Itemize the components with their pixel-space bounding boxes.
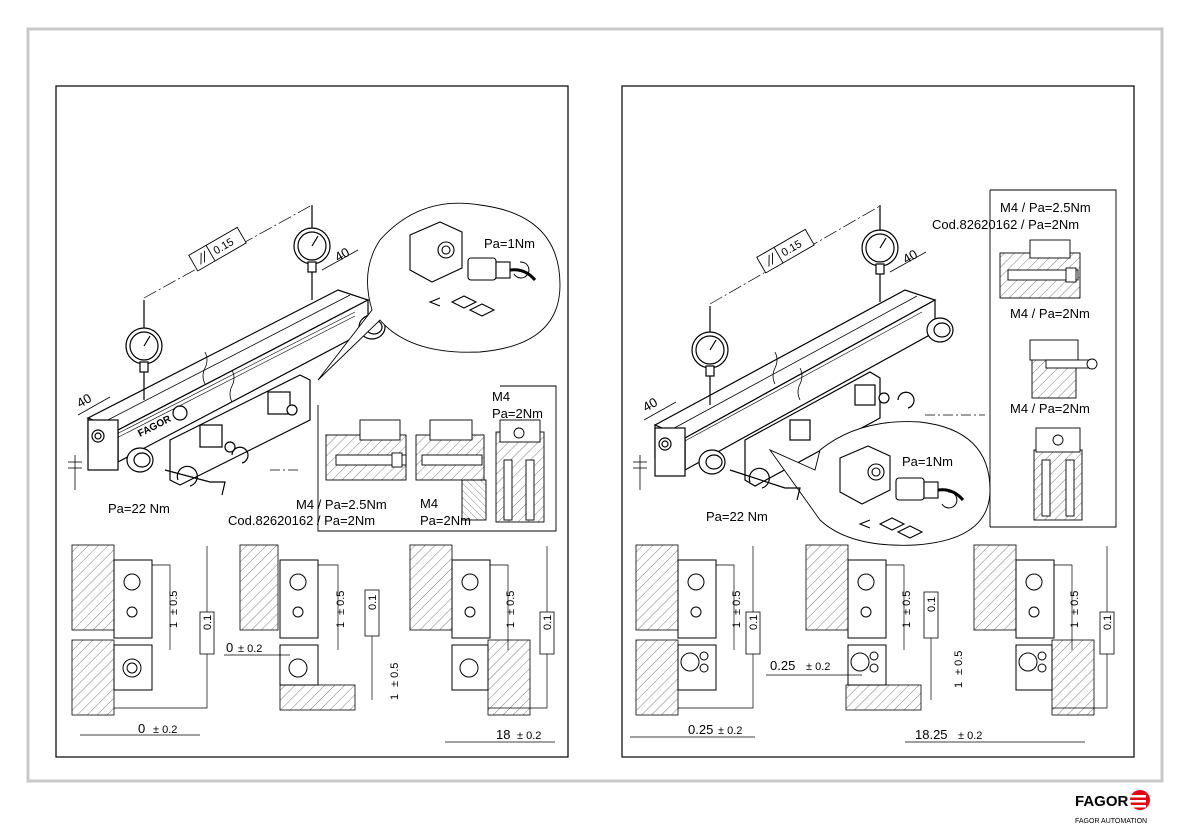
svg-text:± 0.2: ± 0.2 bbox=[958, 730, 982, 742]
left-panel: FAGOR 0.15 bbox=[55, 85, 569, 758]
left-flatness-frame: 0.15 bbox=[188, 226, 247, 272]
left-detail-2: 1 ± 0.5 0.1 0 ± 0.2 1 ± 0.5 bbox=[224, 544, 401, 711]
svg-text:± 0.2: ± 0.2 bbox=[238, 643, 262, 655]
svg-text:M4: M4 bbox=[492, 389, 510, 404]
svg-text:0.25: 0.25 bbox=[770, 658, 795, 673]
svg-text:Pa=2Nm: Pa=2Nm bbox=[420, 513, 471, 528]
left-dial-gauge-2 bbox=[293, 205, 331, 300]
left-hex-key bbox=[164, 446, 249, 496]
svg-text:M4 / Pa=2.5Nm: M4 / Pa=2.5Nm bbox=[296, 497, 387, 512]
right-dim-40-left: 40 bbox=[640, 394, 677, 421]
left-detail-1: 1 ± 0.5 0.1 0 ± 0.2 bbox=[71, 544, 215, 736]
svg-text:1: 1 bbox=[168, 622, 180, 628]
svg-text:0.1: 0.1 bbox=[748, 615, 760, 630]
left-dim-40-right: 40 bbox=[321, 244, 359, 271]
svg-text:1: 1 bbox=[389, 694, 401, 700]
left-section-box: M4 Pa=2Nm M4 / Pa=2.5Nm Cod.82620162 / P… bbox=[228, 385, 557, 532]
right-dial-gauge-2 bbox=[861, 205, 899, 302]
svg-text:± 0.5: ± 0.5 bbox=[901, 591, 913, 615]
svg-text:0.1: 0.1 bbox=[542, 615, 554, 630]
logo-emblem-icon bbox=[1128, 790, 1150, 810]
svg-text:0.1: 0.1 bbox=[1102, 615, 1114, 630]
left-detail-3: 1 ± 0.5 0.1 18 ± 0.2 bbox=[409, 544, 555, 743]
right-alignment-details: 1 ± 0.5 0.1 0.25 ± 0.2 bbox=[630, 544, 1115, 743]
svg-text:1: 1 bbox=[335, 622, 347, 628]
right-ground-symbol bbox=[633, 455, 647, 490]
left-mount-screw-torque: Pa=22 Nm bbox=[108, 501, 170, 516]
svg-text:M4: M4 bbox=[420, 496, 438, 511]
right-section-box: M4 / Pa=2.5Nm Cod.82620162 / Pa=2Nm M4 /… bbox=[925, 189, 1117, 528]
left-ground-symbol bbox=[68, 455, 82, 490]
svg-text:± 0.5: ± 0.5 bbox=[731, 591, 743, 615]
right-panel: 0.15 40 40 Pa=1Nm bbox=[621, 85, 1135, 758]
svg-text:0: 0 bbox=[138, 721, 145, 736]
svg-text:M4 / Pa=2Nm: M4 / Pa=2Nm bbox=[1010, 306, 1090, 321]
left-alignment-details: 1 ± 0.5 0.1 0 ± 0.2 1 ± bbox=[71, 544, 555, 743]
right-detail-3: 1 ± 0.5 0.1 18.25 ± 0.2 bbox=[905, 544, 1115, 743]
right-dial-gauge-1 bbox=[691, 306, 729, 405]
svg-text:Cod.82620162 / Pa=2Nm: Cod.82620162 / Pa=2Nm bbox=[228, 513, 375, 528]
svg-text:1: 1 bbox=[953, 682, 965, 688]
sheet-frame bbox=[26, 27, 1164, 783]
svg-text:0.1: 0.1 bbox=[367, 595, 379, 610]
svg-text:± 0.5: ± 0.5 bbox=[335, 591, 347, 615]
left-dim-40-left: 40 bbox=[74, 390, 111, 416]
right-connector-torque: Pa=1Nm bbox=[902, 454, 953, 469]
right-panel-border bbox=[621, 85, 1135, 758]
svg-text:1: 1 bbox=[731, 622, 743, 628]
svg-text:1: 1 bbox=[901, 622, 913, 628]
right-hex-key bbox=[729, 391, 915, 501]
svg-text:± 0.5: ± 0.5 bbox=[389, 663, 401, 687]
right-detail-1: 1 ± 0.5 0.1 0.25 ± 0.2 bbox=[630, 544, 761, 738]
right-connector-detail: Pa=1Nm bbox=[768, 421, 991, 546]
svg-text:Pa=2Nm: Pa=2Nm bbox=[492, 406, 543, 421]
right-linear-scale bbox=[653, 289, 954, 487]
svg-text:40: 40 bbox=[332, 244, 352, 264]
svg-text:± 0.5: ± 0.5 bbox=[505, 591, 517, 615]
right-flatness-frame: 0.15 bbox=[756, 228, 815, 274]
svg-text:M4 / Pa=2Nm: M4 / Pa=2Nm bbox=[1010, 401, 1090, 416]
svg-text:40: 40 bbox=[640, 394, 660, 414]
svg-text:± 0.5: ± 0.5 bbox=[953, 651, 965, 675]
svg-text:± 0.2: ± 0.2 bbox=[718, 725, 742, 737]
svg-text:± 0.2: ± 0.2 bbox=[153, 724, 177, 736]
svg-text:18: 18 bbox=[496, 727, 510, 742]
svg-text:± 0.5: ± 0.5 bbox=[168, 591, 180, 615]
left-connector-torque: Pa=1Nm bbox=[484, 236, 535, 251]
svg-text:0.25: 0.25 bbox=[688, 722, 713, 737]
svg-text:Cod.82620162 / Pa=2Nm: Cod.82620162 / Pa=2Nm bbox=[932, 217, 1079, 232]
left-linear-scale bbox=[86, 289, 386, 486]
fagor-logo: FAGOR FAGOR AUTOMATION bbox=[1075, 790, 1150, 825]
svg-text:1: 1 bbox=[505, 622, 517, 628]
svg-text:40: 40 bbox=[900, 246, 920, 266]
svg-text:0: 0 bbox=[226, 640, 233, 655]
svg-text:M4 / Pa=2.5Nm: M4 / Pa=2.5Nm bbox=[1000, 200, 1091, 215]
left-dial-gauge-1 bbox=[125, 300, 163, 400]
svg-text:18.25: 18.25 bbox=[915, 727, 948, 742]
svg-text:0.1: 0.1 bbox=[202, 615, 214, 630]
svg-text:± 0.2: ± 0.2 bbox=[517, 730, 541, 742]
logo-wordmark: FAGOR bbox=[1075, 793, 1129, 810]
right-dim-40-right: 40 bbox=[889, 246, 927, 273]
right-detail-2: 1 ± 0.5 0.1 0.25 ± 0.2 1 ± 0.5 bbox=[766, 544, 965, 711]
svg-text:1: 1 bbox=[1069, 622, 1081, 628]
svg-text:± 0.5: ± 0.5 bbox=[1069, 591, 1081, 615]
left-panel-border bbox=[55, 85, 569, 758]
svg-text:0.1: 0.1 bbox=[926, 597, 938, 612]
company-name: FAGOR AUTOMATION bbox=[1075, 818, 1147, 825]
right-mount-screw-torque: Pa=22 Nm bbox=[706, 509, 768, 524]
svg-text:± 0.2: ± 0.2 bbox=[806, 661, 830, 673]
svg-text:40: 40 bbox=[74, 390, 94, 410]
left-connector-detail: Pa=1Nm bbox=[317, 202, 561, 381]
